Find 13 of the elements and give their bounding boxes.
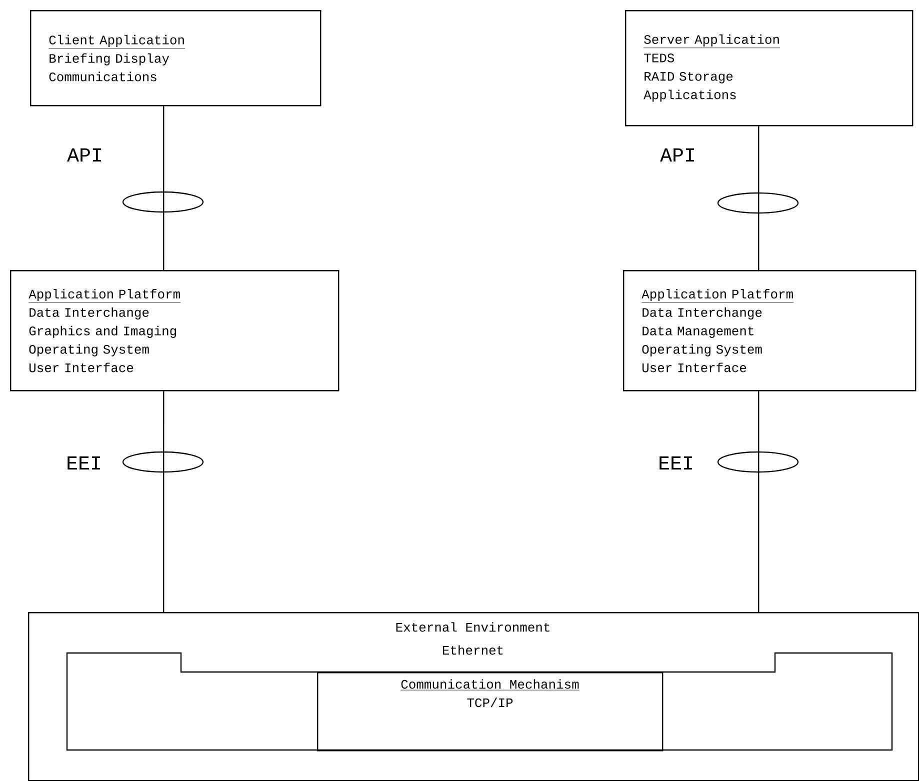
component-box: Client Application Briefing Display Communications [30,10,322,106]
mechanism-box: Communication Mechanism TCP/IP [317,672,664,752]
component-box: Application Platform Data Interchange Data Management Operating System User Interface [623,270,916,392]
interface-label: EEI [68,456,100,470]
interface-label: API [660,148,694,162]
component-box: Server Application TEDS RAID Storage Applications [625,10,914,126]
component-box: Application Platform Data Interchange Graphics and Imaging Operating System User Interface [10,270,340,392]
interface-connector [122,391,204,612]
interface-label: EEI [660,456,692,470]
interface-connector [717,126,799,270]
interface-connector [122,106,204,270]
interface-connector [717,391,799,612]
interface-label: API [67,148,101,162]
